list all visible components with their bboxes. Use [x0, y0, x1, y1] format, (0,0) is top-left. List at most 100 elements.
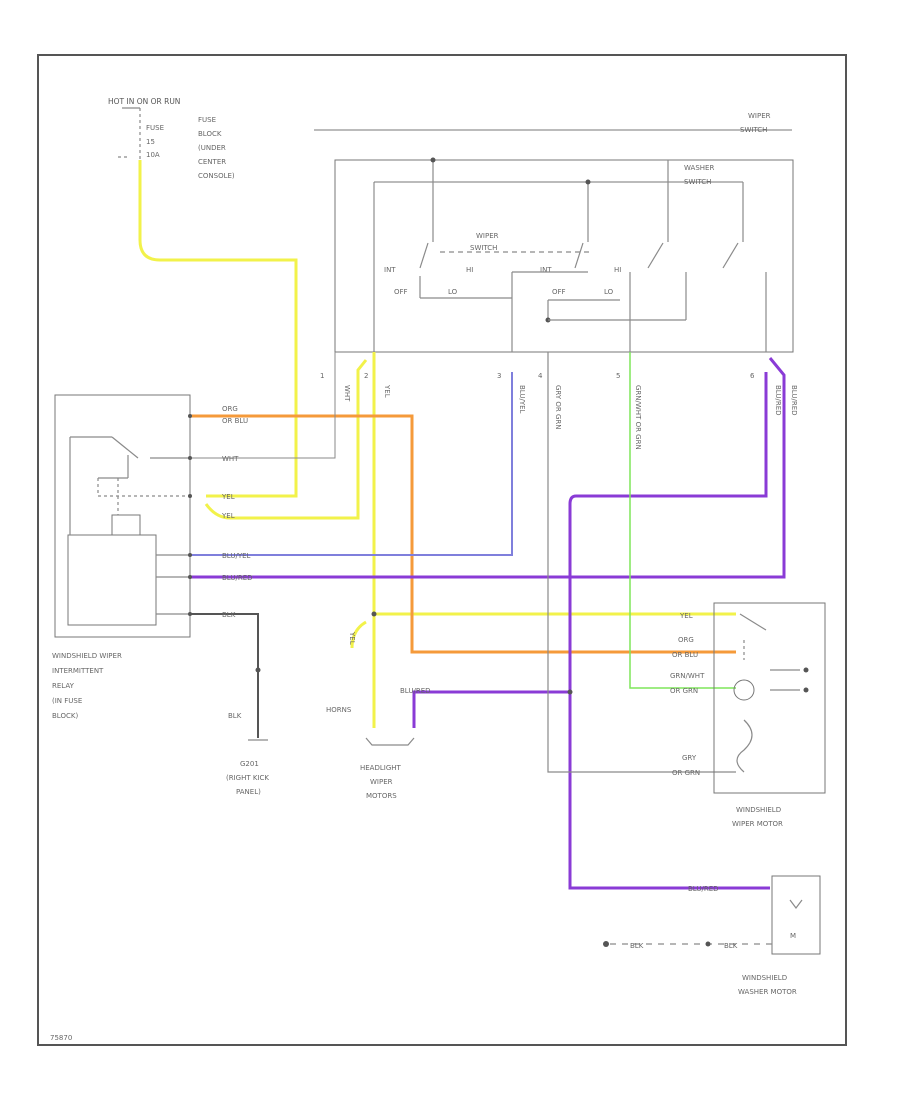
diagram-footer-id: 75870 [50, 1034, 72, 1042]
intermittent-relay: WINDSHIELD WIPER INTERMITTENT RELAY (IN … [52, 394, 191, 720]
black-wire-ground [190, 613, 259, 738]
blue-wire [190, 372, 513, 556]
wiper-switch-label-1: WIPER [748, 112, 771, 120]
white-wire [190, 352, 336, 459]
fuse-block-desc-4: CENTER [198, 158, 226, 166]
motor-terminal-dot [803, 687, 809, 693]
int-label-2: INT [540, 266, 552, 274]
blue-red-wire-main [190, 357, 786, 579]
off-label-1: OFF [394, 288, 408, 296]
relay-label-2: INTERMITTENT [52, 667, 104, 675]
fuse-block-desc-1: FUSE [198, 116, 216, 124]
motor-terminal-dot [803, 667, 809, 673]
v-label-yel: YEL [383, 384, 391, 398]
motor-winding [736, 719, 753, 773]
wiper-switch-label-2: SWITCH [740, 126, 767, 134]
fuse-block-connection: HOT IN ON OR RUN FUSE 15 10A FUSE BLOCK … [108, 97, 235, 180]
fuse-block-desc-5: CONSOLE) [198, 172, 235, 180]
pin-label: 6 [750, 372, 755, 380]
washer-switch-label-1: WASHER [684, 164, 714, 172]
pin-label: 5 [616, 372, 620, 380]
yellow-wire-relay-2 [204, 359, 368, 520]
relay-box [54, 394, 191, 638]
ground-label-3: PANEL) [236, 788, 261, 796]
blu-red-washer-label: BLU/RED [688, 885, 719, 893]
ws-motor-label-2: WIPER MOTOR [732, 820, 783, 828]
relay-label-4: (IN FUSE [52, 697, 82, 705]
v-label-gry: GRY OR GRN [554, 385, 562, 429]
switch-connector-pins: 1 2 3 4 5 6 [320, 372, 755, 380]
relay-pin-dot [188, 612, 192, 616]
wiper-sub-label-2: SWITCH [470, 244, 497, 252]
washer-ground-dot [603, 941, 609, 947]
junction-dot [371, 611, 377, 617]
washer-motor-label-2: WASHER MOTOR [738, 988, 797, 996]
wire-label-blk: BLK [222, 611, 236, 619]
relay-pin-dot [188, 553, 192, 557]
hot-run-label: HOT IN ON OR RUN [108, 97, 180, 106]
orange-wire [190, 414, 736, 654]
relay-coil-box [67, 534, 157, 626]
wire-label-org: ORG [222, 405, 238, 413]
junction-dot [567, 689, 573, 695]
pin-label: 1 [320, 372, 324, 380]
org-right-label-2: OR BLU [672, 651, 698, 659]
v-label-blu-red-2: BLU/RED [790, 385, 798, 416]
switch-blade-4 [722, 242, 739, 269]
motor-armature [733, 679, 755, 701]
yellow-wire-horns [350, 620, 367, 649]
wire-label-blu-red: BLU/RED [222, 574, 253, 582]
motor-symbol [365, 737, 415, 746]
relay-pin-dot [188, 456, 192, 460]
ground-g201: BLK G201 (RIGHT KICK PANEL) [226, 712, 269, 796]
headlight-label-1: HEADLIGHT [360, 764, 402, 772]
pin-label: 4 [538, 372, 543, 380]
relay-pin-dot [188, 575, 192, 579]
wire-label-org-2: OR BLU [222, 417, 248, 425]
fuse-block-desc-2: BLOCK [198, 130, 222, 138]
relay-pin-dot [188, 414, 192, 418]
relay-label-5: BLOCK) [52, 712, 78, 720]
int-label-1: INT [384, 266, 396, 274]
wiper-switch-box [334, 159, 794, 353]
grn-wht-label: GRN/WHT [670, 672, 705, 680]
blue-red-wire-washer [568, 372, 770, 890]
fuse-rating-label: 10A [146, 151, 160, 159]
headlight-wiper-motors: YEL HORNS BLU/RED HEADLIGHT WIPER MOTORS [326, 631, 431, 800]
washer-junction-dot [705, 941, 711, 947]
green-wire [629, 352, 736, 689]
wiper-switch-assembly: WIPER SWITCH WASHER SWITCH WIPER SWITCH … [314, 112, 794, 353]
washer-pump-symbol [789, 899, 803, 909]
yellow-wire-fuse [138, 160, 298, 498]
windshield-washer-motor: BLU/RED BLK BLK M WINDSHIELD WASHER MOTO… [603, 875, 821, 996]
wire-label-yel-2: YEL [221, 512, 235, 520]
wire-label-wht: WHT [222, 455, 239, 463]
gray-wire [547, 352, 736, 773]
relay-wire-labels: ORG OR BLU WHT YEL YEL BLU/YEL BLU/RED B… [221, 405, 253, 619]
junction-dot [585, 179, 591, 185]
headlight-label-3: MOTORS [366, 792, 397, 800]
blu-red-horn-label: BLU/RED [400, 687, 431, 695]
off-label-2: OFF [552, 288, 566, 296]
vertical-wire-labels: WHT YEL BLU/YEL GRY OR GRN GRN/WHT OR GR… [343, 384, 798, 450]
relay-label-1: WINDSHIELD WIPER [52, 652, 122, 660]
junction-dot [430, 157, 436, 163]
wire-label-yel: YEL [221, 493, 235, 501]
v-label-grn: GRN/WHT OR GRN [634, 385, 642, 450]
washer-motor-label-1: WINDSHIELD [742, 974, 787, 982]
relay-pins [188, 414, 573, 695]
v-label-blu-yel: BLU/YEL [518, 385, 526, 414]
wires [138, 160, 786, 890]
relay-coil [111, 514, 141, 536]
diagram-frame [37, 54, 847, 1046]
grn-wht-label-2: OR GRN [670, 687, 698, 695]
blk-ground-label: BLK [228, 712, 242, 720]
pin-label: 2 [364, 372, 368, 380]
washer-motor-box [771, 875, 821, 955]
hi-label-2: HI [614, 266, 621, 274]
ws-motor-label-1: WINDSHIELD [736, 806, 781, 814]
junction-dot [255, 667, 261, 673]
lo-label-1: LO [448, 288, 458, 296]
switch-blade-3 [647, 242, 664, 269]
